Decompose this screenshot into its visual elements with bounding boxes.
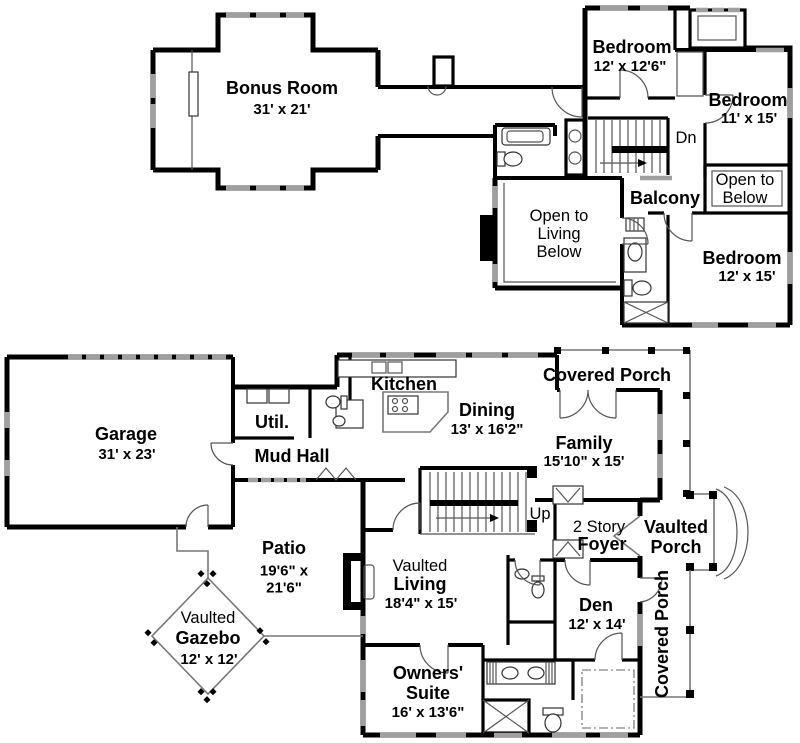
- upper-doors: [427, 69, 734, 245]
- room-label-foyer: Foyer: [577, 534, 627, 555]
- foyer-details: [552, 485, 641, 559]
- room-label-bedroom-a: Bedroom: [592, 37, 672, 58]
- foyer-qualifier: 2 Story: [572, 517, 626, 536]
- gazebo-posts: [144, 570, 270, 704]
- upper-stairs: [588, 116, 670, 175]
- util-bath-fixtures: [246, 388, 357, 481]
- room-dims-gazebo: 12' x 12': [180, 650, 238, 668]
- room-label-family: Family: [555, 433, 613, 454]
- main-doors: [185, 389, 663, 674]
- stairs-up-label: Up: [529, 504, 551, 523]
- main-floor-windows: [4, 352, 663, 738]
- main-stairs: [418, 466, 537, 535]
- room-label-bonus: Bonus Room: [226, 78, 338, 99]
- room-label-covered-porch-right: Covered Porch: [652, 569, 673, 699]
- room-label-bedroom-c: Bedroom: [702, 248, 782, 269]
- open-to-living-label: Open to Living Below: [529, 206, 589, 262]
- powder-room-fixtures: [514, 568, 545, 599]
- porches: [554, 347, 749, 698]
- room-label-vaulted-porch: Vaulted Porch: [643, 517, 709, 557]
- open-to-below-label: Open to Below: [715, 170, 775, 207]
- room-label-patio: Patio: [261, 538, 307, 559]
- room-dims-bedroom-a: 12' x 12'6": [593, 57, 667, 75]
- upper-floor-walls: [150, 5, 793, 328]
- stairs-down-label: Dn: [675, 128, 697, 147]
- room-label-balcony: Balcony: [629, 188, 701, 209]
- room-label-covered-porch-top: Covered Porch: [542, 365, 672, 386]
- room-label-kitchen: Kitchen: [370, 374, 438, 395]
- room-dims-den: 12' x 14': [568, 615, 626, 633]
- room-dims-owners-suite: 16' x 13'6": [391, 703, 465, 721]
- upper-floor-windows: [150, 5, 793, 328]
- room-dims-family: 15'10" x 15': [543, 452, 625, 470]
- upper-bath-fixtures: [496, 127, 669, 324]
- kitchen-fixtures: [337, 359, 457, 433]
- living-qualifier: Vaulted: [392, 556, 448, 575]
- room-label-mud-hall: Mud Hall: [254, 446, 330, 467]
- room-dims-bedroom-c: 12' x 15': [718, 267, 776, 285]
- room-label-garage: Garage: [94, 424, 158, 445]
- room-dims-garage: 31' x 23': [98, 445, 156, 463]
- room-label-gazebo: Gazebo: [175, 628, 241, 649]
- room-label-util: Util.: [255, 412, 289, 433]
- room-dims-dining: 13' x 16'2": [450, 420, 524, 438]
- room-dims-patio: 19'6" x 21'6": [259, 562, 309, 596]
- gazebo-qualifier: Vaulted: [180, 608, 236, 627]
- room-dims-living: 18'4" x 15': [384, 594, 458, 612]
- room-label-den: Den: [578, 595, 614, 616]
- room-label-living: Living: [393, 574, 447, 595]
- room-label-dining: Dining: [459, 400, 515, 421]
- room-dims-bedroom-b: 11' x 15': [720, 109, 778, 127]
- room-label-owners-suite: Owners' Suite: [392, 663, 464, 703]
- master-bath-fixtures: [486, 661, 564, 733]
- room-dims-bonus: 31' x 21': [253, 100, 311, 118]
- patio-gazebo: [144, 527, 363, 704]
- room-label-bedroom-b: Bedroom: [708, 90, 788, 111]
